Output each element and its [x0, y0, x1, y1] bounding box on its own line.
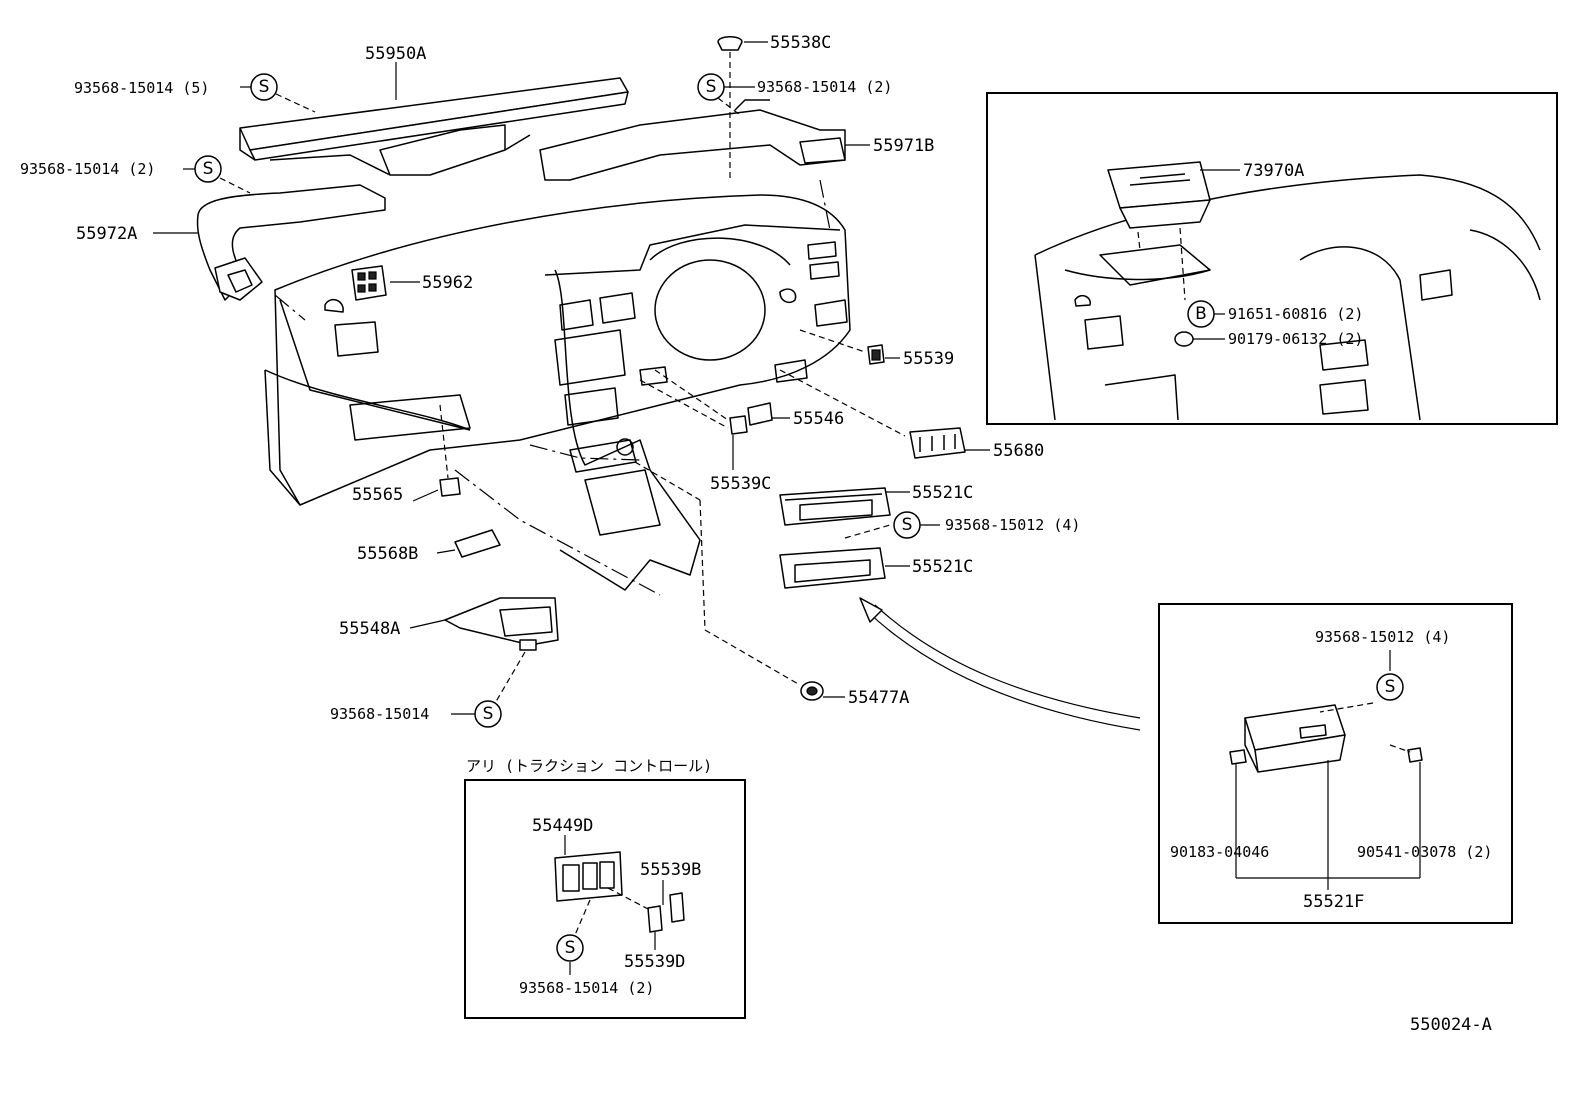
label-90183-04046: 90183-04046 — [1170, 843, 1269, 861]
part-55539-switch — [867, 344, 885, 365]
label-93568-15014-2: 93568-15014 (2) — [757, 78, 892, 96]
label-55546: 55546 — [793, 409, 844, 429]
screw-symbol: S — [250, 73, 278, 101]
label-90541-03078-2: 90541-03078 (2) — [1357, 843, 1492, 861]
svg-text:B: B — [1195, 304, 1207, 324]
screw-symbol: S — [893, 511, 921, 539]
part-labels: 55950A 93568-15014 (5) 93568-15014 (2) 5… — [20, 33, 1492, 1035]
label-55950A: 55950A — [365, 44, 426, 64]
part-55538C-cap — [717, 36, 743, 51]
label-55449D: 55449D — [532, 816, 593, 836]
screw-symbol: S — [474, 700, 502, 728]
instrument-panel — [264, 194, 851, 591]
screw-symbol: S — [1376, 673, 1404, 701]
label-55565: 55565 — [352, 485, 403, 505]
svg-text:S: S — [565, 938, 576, 958]
screw-symbol: S — [697, 73, 725, 101]
label-55477A: 55477A — [848, 688, 909, 708]
label-55538C: 55538C — [770, 33, 831, 53]
part-55477A-plug — [800, 681, 824, 701]
part-55548A-box — [444, 597, 559, 651]
bolt-symbol: B — [1187, 300, 1215, 328]
label-90179-06132-2: 90179-06132 (2) — [1228, 330, 1363, 348]
label-93568-15012-4: 93568-15012 (4) — [1315, 628, 1450, 646]
label-55521C: 55521C — [912, 483, 973, 503]
inset-box-bottom-right — [1158, 603, 1513, 924]
svg-text:S: S — [1385, 677, 1396, 697]
label-55971B: 55971B — [873, 136, 934, 156]
inset-box-top-right — [986, 92, 1558, 425]
label-55521F: 55521F — [1303, 892, 1364, 912]
inset-box-traction-control — [464, 779, 746, 1019]
label-91651-60816-2: 91651-60816 (2) — [1228, 305, 1363, 323]
inset-traction-control-switch — [554, 851, 685, 933]
screw-symbol: S — [556, 934, 584, 962]
inset-top-right-dashboard — [1034, 161, 1541, 421]
label-55568B: 55568B — [357, 544, 418, 564]
label-93568-15014-5: 93568-15014 (5) — [74, 79, 209, 97]
inset-title: アリ (トラクション コントロール) — [466, 757, 712, 775]
label-55680: 55680 — [993, 441, 1044, 461]
label-93568-15014-2: 93568-15014 (2) — [20, 160, 155, 178]
part-55546-switch — [729, 402, 773, 435]
svg-text:S: S — [706, 77, 717, 97]
label-73970A: 73970A — [1243, 161, 1304, 181]
figure-id: 550024-A — [1410, 1015, 1492, 1035]
part-55521C-pocket-upper — [779, 487, 891, 526]
label-93568-15014-2: 93568-15014 (2) — [519, 979, 654, 997]
part-55565-cover — [439, 477, 461, 497]
svg-text:S: S — [259, 77, 270, 97]
fastener-symbols: S S S S S B S S — [194, 73, 1404, 962]
label-93568-15014: 93568-15014 — [330, 705, 429, 723]
svg-text:S: S — [902, 515, 913, 535]
part-55680-vent — [909, 427, 966, 459]
screw-symbol: S — [194, 155, 222, 183]
label-55962: 55962 — [422, 273, 473, 293]
label-55539D: 55539D — [624, 952, 685, 972]
label-55539C: 55539C — [710, 474, 771, 494]
part-55568B-bracket — [454, 529, 501, 558]
part-55962-switch — [351, 265, 387, 301]
label-55539B: 55539B — [640, 860, 701, 880]
part-55972A-side-duct — [196, 184, 386, 301]
label-55972A: 55972A — [76, 224, 137, 244]
svg-text:S: S — [203, 159, 214, 179]
part-55971B-side-duct — [539, 99, 846, 181]
svg-text:S: S — [483, 704, 494, 724]
label-55521C: 55521C — [912, 557, 973, 577]
inset-bottom-right-pocket — [1229, 704, 1423, 773]
part-55950A-defroster-nozzle — [239, 77, 629, 176]
leader-lines — [153, 41, 1421, 975]
label-55548A: 55548A — [339, 619, 400, 639]
label-93568-15012-4: 93568-15012 (4) — [945, 516, 1080, 534]
part-55521C-pocket-lower — [779, 547, 886, 589]
label-55539: 55539 — [903, 349, 954, 369]
